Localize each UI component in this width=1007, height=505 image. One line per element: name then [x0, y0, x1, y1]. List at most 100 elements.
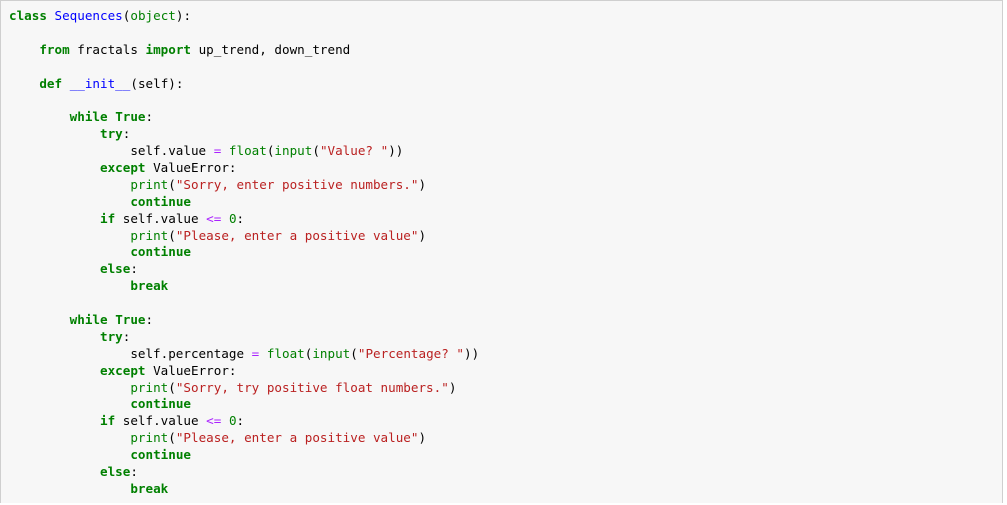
- code-line: else:: [9, 464, 479, 481]
- text-token: [221, 211, 229, 226]
- text-token: ): [418, 176, 427, 192]
- text-token: (: [122, 8, 131, 23]
- number-token: 0: [228, 413, 237, 429]
- text-token: )): [464, 345, 480, 361]
- code-line: from fractals import up_trend, down_tren…: [9, 42, 479, 59]
- text-token: [9, 126, 100, 141]
- code-line: self.percentage = float(input("Percentag…: [9, 346, 479, 363]
- text-token: [9, 447, 130, 462]
- code-line: continue: [9, 447, 479, 464]
- code-line: ​: [9, 25, 479, 42]
- code-line: try:: [9, 329, 479, 346]
- text-token: self.percentage: [9, 345, 252, 361]
- text-token: [9, 228, 130, 243]
- code-line: def __init__(self):: [9, 76, 479, 93]
- builtin-token: print: [130, 379, 169, 395]
- builtin-token: float: [266, 345, 305, 361]
- text-token: (: [304, 345, 313, 361]
- text-token: [9, 244, 130, 259]
- text-token: [221, 413, 229, 428]
- text-token: ): [418, 430, 427, 446]
- code-editor[interactable]: class Sequences(object):​ from fractals …: [9, 8, 479, 498]
- string-token: "Percentage? ": [357, 345, 465, 361]
- operator-token: =: [213, 143, 222, 159]
- text-token: [9, 177, 130, 192]
- text-token: [9, 363, 100, 378]
- builtin-token: print: [130, 176, 169, 192]
- text-token: (: [168, 430, 176, 446]
- keyword-token: while: [69, 312, 108, 328]
- keyword-token: continue: [130, 396, 191, 412]
- text-token: self.value: [115, 210, 207, 226]
- code-line: print("Please, enter a positive value"): [9, 430, 479, 447]
- builtin-token: float: [228, 143, 267, 159]
- text-token: :: [122, 126, 131, 142]
- text-token: (: [168, 176, 176, 192]
- text-token: [9, 396, 130, 411]
- builtin-token: input: [274, 143, 313, 159]
- text-token: [9, 194, 130, 209]
- keyword-token: if: [100, 413, 116, 429]
- text-token: :: [130, 261, 138, 277]
- code-line: continue: [9, 194, 479, 211]
- text-token: [9, 160, 100, 175]
- text-token: (: [168, 227, 176, 243]
- code-line: print("Sorry, try positive float numbers…: [9, 380, 479, 397]
- text-token: :: [236, 413, 245, 429]
- keyword-token: from: [39, 41, 70, 57]
- code-line: continue: [9, 396, 479, 413]
- string-token: "Sorry, enter positive numbers.": [175, 176, 419, 192]
- code-line: while True:: [9, 312, 479, 329]
- text-token: (: [168, 379, 176, 395]
- code-line: if self.value <= 0:: [9, 211, 479, 228]
- code-line: else:: [9, 261, 479, 278]
- keyword-token: def: [39, 75, 63, 91]
- text-token: (: [350, 345, 358, 361]
- text-token: [9, 261, 100, 276]
- text-token: [9, 481, 130, 496]
- operator-token: =: [251, 345, 260, 361]
- text-token: ValueError:: [145, 362, 237, 378]
- text-token: self.value: [9, 143, 214, 159]
- keyword-token: continue: [130, 193, 191, 209]
- text-token: [9, 211, 100, 226]
- code-line: self.value = float(input("Value? ")): [9, 143, 479, 160]
- text-token: ValueError:: [145, 160, 237, 176]
- name-token: Sequences: [54, 8, 123, 23]
- string-token: "Please, enter a positive value": [175, 430, 419, 446]
- text-token: up_trend, down_trend: [191, 41, 351, 57]
- text-token: [9, 329, 100, 344]
- text-token: [62, 76, 70, 91]
- text-token: [221, 143, 229, 158]
- code-line: try:: [9, 126, 479, 143]
- text-token: )): [388, 143, 404, 159]
- string-token: "Please, enter a positive value": [175, 227, 419, 243]
- keyword-token: if: [100, 210, 116, 226]
- keyword-token: else: [100, 261, 131, 277]
- keyword-token: continue: [130, 244, 191, 260]
- code-line: ​: [9, 59, 479, 76]
- builtin-token: input: [312, 345, 351, 361]
- string-token: "Value? ": [319, 143, 389, 159]
- keyword-token: break: [130, 278, 169, 294]
- text-token: self.value: [115, 413, 207, 429]
- code-line: while True:: [9, 109, 479, 126]
- code-line: except ValueError:: [9, 160, 479, 177]
- keyword-token: while: [69, 109, 108, 125]
- text-token: [9, 76, 39, 91]
- text-token: (self):: [130, 75, 184, 91]
- code-line: continue: [9, 244, 479, 261]
- keyword-token: except: [100, 160, 146, 176]
- text-token: [9, 109, 70, 124]
- text-token: ):: [175, 8, 192, 23]
- operator-token: <=: [206, 210, 222, 226]
- code-line: class Sequences(object):: [9, 8, 479, 25]
- keyword-token: except: [100, 362, 146, 378]
- operator-token: <=: [206, 413, 222, 429]
- text-token: [9, 380, 130, 395]
- code-line: print("Please, enter a positive value"): [9, 228, 479, 245]
- builtin-token: object: [130, 8, 176, 23]
- text-token: ): [418, 227, 427, 243]
- code-line: ​: [9, 92, 479, 109]
